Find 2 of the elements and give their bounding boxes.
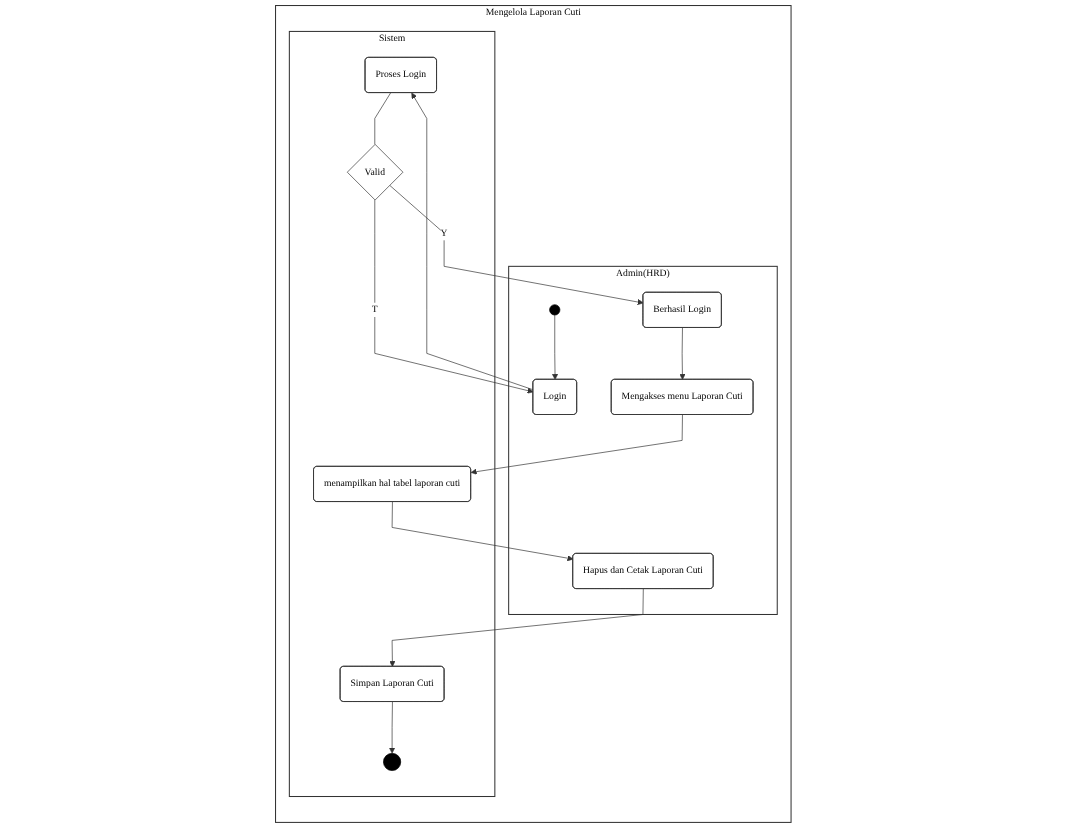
node-circle bbox=[549, 304, 561, 316]
connector bbox=[375, 92, 392, 145]
